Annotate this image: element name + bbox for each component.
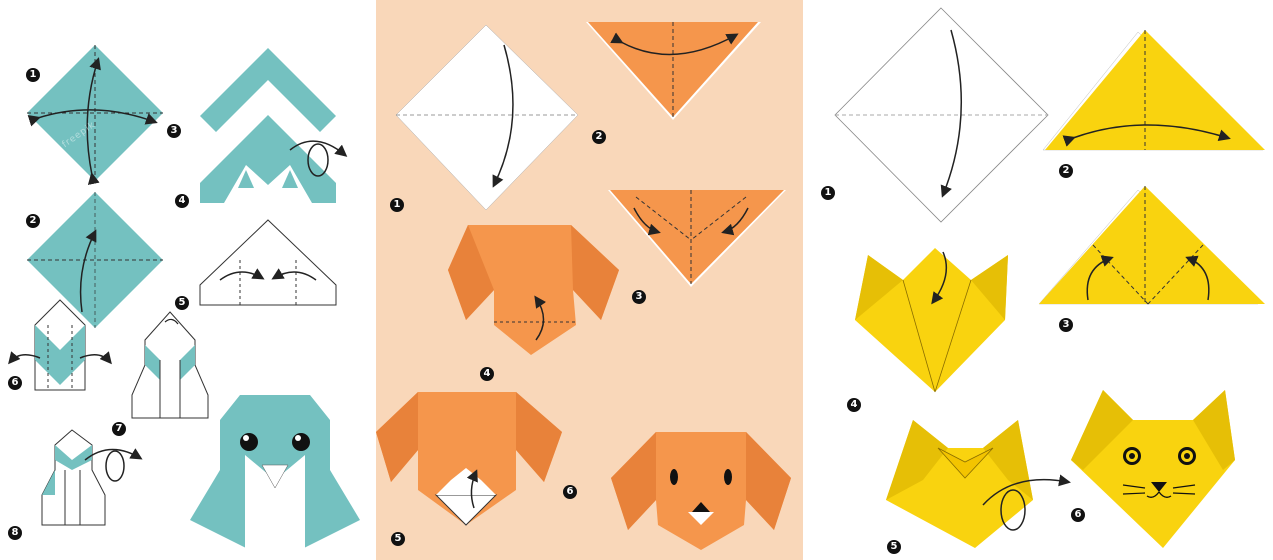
- penguin-step2-diamond: [27, 192, 163, 328]
- step-number: 6: [8, 376, 22, 390]
- penguin-step5-shape: [200, 220, 336, 305]
- step-number: 2: [26, 214, 40, 228]
- cat-final: [1071, 390, 1235, 548]
- step-number: 1: [821, 186, 835, 200]
- penguin-step8-shape: [42, 430, 140, 525]
- step-number: 1: [390, 198, 404, 212]
- penguin-final: [190, 395, 360, 550]
- step-number: 4: [175, 194, 189, 208]
- dog-diagram: [376, 0, 803, 560]
- penguin-step7-shape: [132, 312, 208, 418]
- cat-step2-triangle: [1043, 30, 1265, 150]
- cat-step3-triangle: [1039, 186, 1265, 304]
- step-number: 4: [480, 367, 494, 381]
- step-number: 2: [1059, 164, 1073, 178]
- step-number: 7: [112, 422, 126, 436]
- cat-step5-shape: [886, 420, 1068, 548]
- penguin-diagram: [0, 0, 376, 560]
- cat-step1-diamond: [835, 8, 1048, 222]
- cat-step4-shape: [855, 248, 1008, 392]
- dog-panel: 1 2 3 4 5 6: [376, 0, 803, 560]
- step-number: 6: [563, 485, 577, 499]
- step-number: 5: [175, 296, 189, 310]
- step-number: 3: [1059, 318, 1073, 332]
- step-number: 2: [592, 130, 606, 144]
- dog-step5-head: [376, 392, 562, 525]
- step-number: 5: [391, 532, 405, 546]
- dog-step2-triangle: [586, 22, 761, 120]
- dog-step4-head: [448, 225, 619, 355]
- step-number: 1: [26, 68, 40, 82]
- step-number: 5: [887, 540, 901, 554]
- step-number: 4: [847, 398, 861, 412]
- step-number: 6: [1071, 508, 1085, 522]
- cat-panel: 1 2 3 4 5 6: [803, 0, 1273, 560]
- step-number: 3: [167, 124, 181, 138]
- dog-final: [611, 432, 791, 550]
- step-number: 3: [632, 290, 646, 304]
- cat-diagram: [803, 0, 1273, 560]
- step-number: 8: [8, 526, 22, 540]
- penguin-step1-diamond: [27, 45, 163, 181]
- penguin-panel: 1 2 3 4 5 6 7 8: [0, 0, 376, 560]
- dog-step1-diamond: [396, 25, 578, 210]
- dog-step3-triangle: [608, 190, 786, 287]
